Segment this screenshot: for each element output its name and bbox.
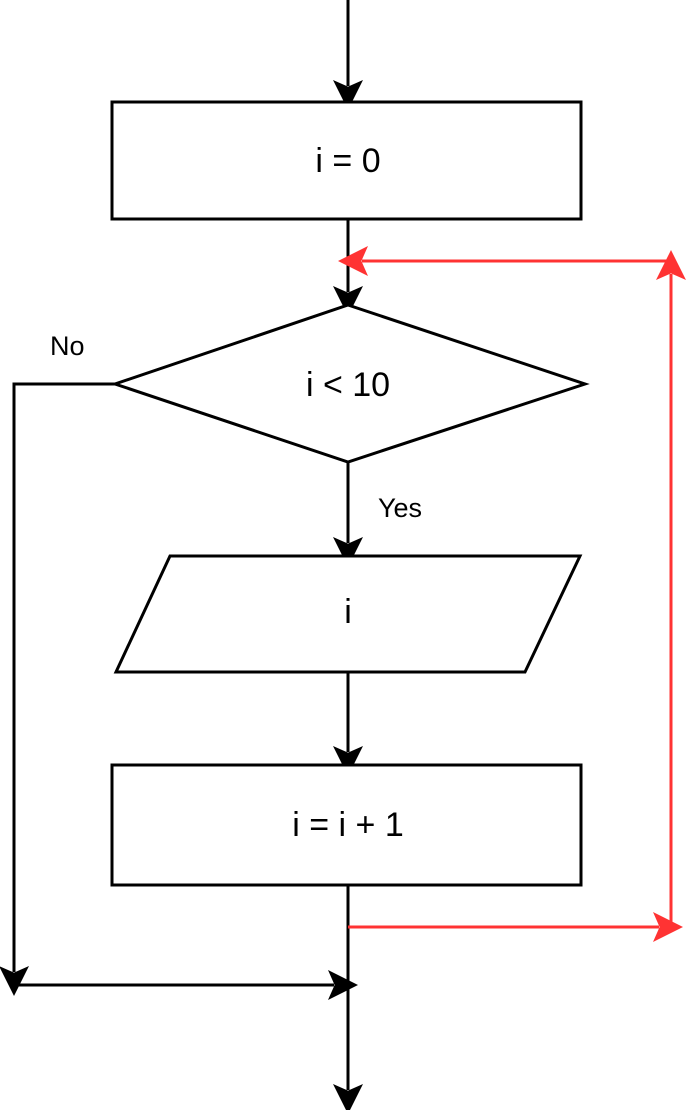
no-branch-down-line	[0, 382, 115, 996]
node-init[interactable]: i = 0	[110, 100, 583, 221]
edge-loop-back	[338, 246, 686, 942]
increment-box-shape[interactable]	[110, 763, 583, 887]
increment-box-label: i = i + 1	[292, 806, 404, 844]
condition-label: i < 10	[306, 366, 390, 404]
init-box-label: i = 0	[315, 142, 380, 180]
output-parallelogram-shape[interactable]	[113, 554, 583, 674]
node-increment[interactable]: i = i + 1	[110, 763, 583, 887]
node-condition[interactable]: i < 10	[110, 303, 590, 464]
output-label: i	[344, 593, 352, 631]
edge-condition-no	[0, 382, 358, 1000]
edge-label-no: No	[50, 331, 85, 361]
node-output[interactable]: i	[113, 554, 583, 674]
edge-label-yes: Yes	[378, 493, 422, 523]
